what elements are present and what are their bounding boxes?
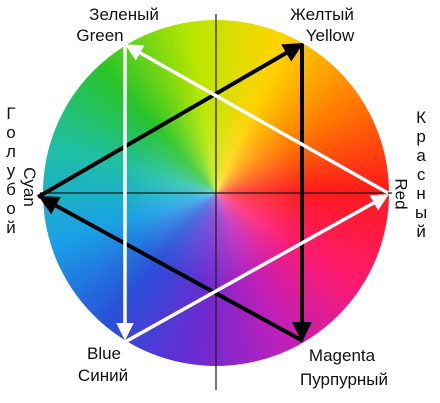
yellow-label-ru: Желтый — [290, 5, 354, 24]
white-arrow-blue-to-red — [124, 194, 390, 344]
white-arrow-red-to-green — [124, 44, 389, 195]
black-triangle — [36, 42, 312, 343]
black-arrow-cyan-to-yellow — [36, 42, 304, 199]
red-label-en: Red — [391, 178, 411, 210]
magenta-label-en: Magenta — [308, 346, 376, 365]
blue-label-en: Blue — [86, 344, 122, 363]
color-wheel — [43, 20, 389, 366]
blue-label-ru: Синий — [77, 366, 129, 385]
magenta-label-ru: Пурпурный — [299, 370, 389, 389]
black-arrow-magenta-to-cyan — [38, 196, 304, 343]
green-label-ru: Зеленый — [89, 5, 159, 24]
green-label-en: Green — [76, 26, 124, 45]
cyan-label-en: Cyan — [19, 167, 39, 207]
yellow-label-en: Yellow — [305, 26, 355, 45]
white-triangle — [116, 44, 390, 344]
